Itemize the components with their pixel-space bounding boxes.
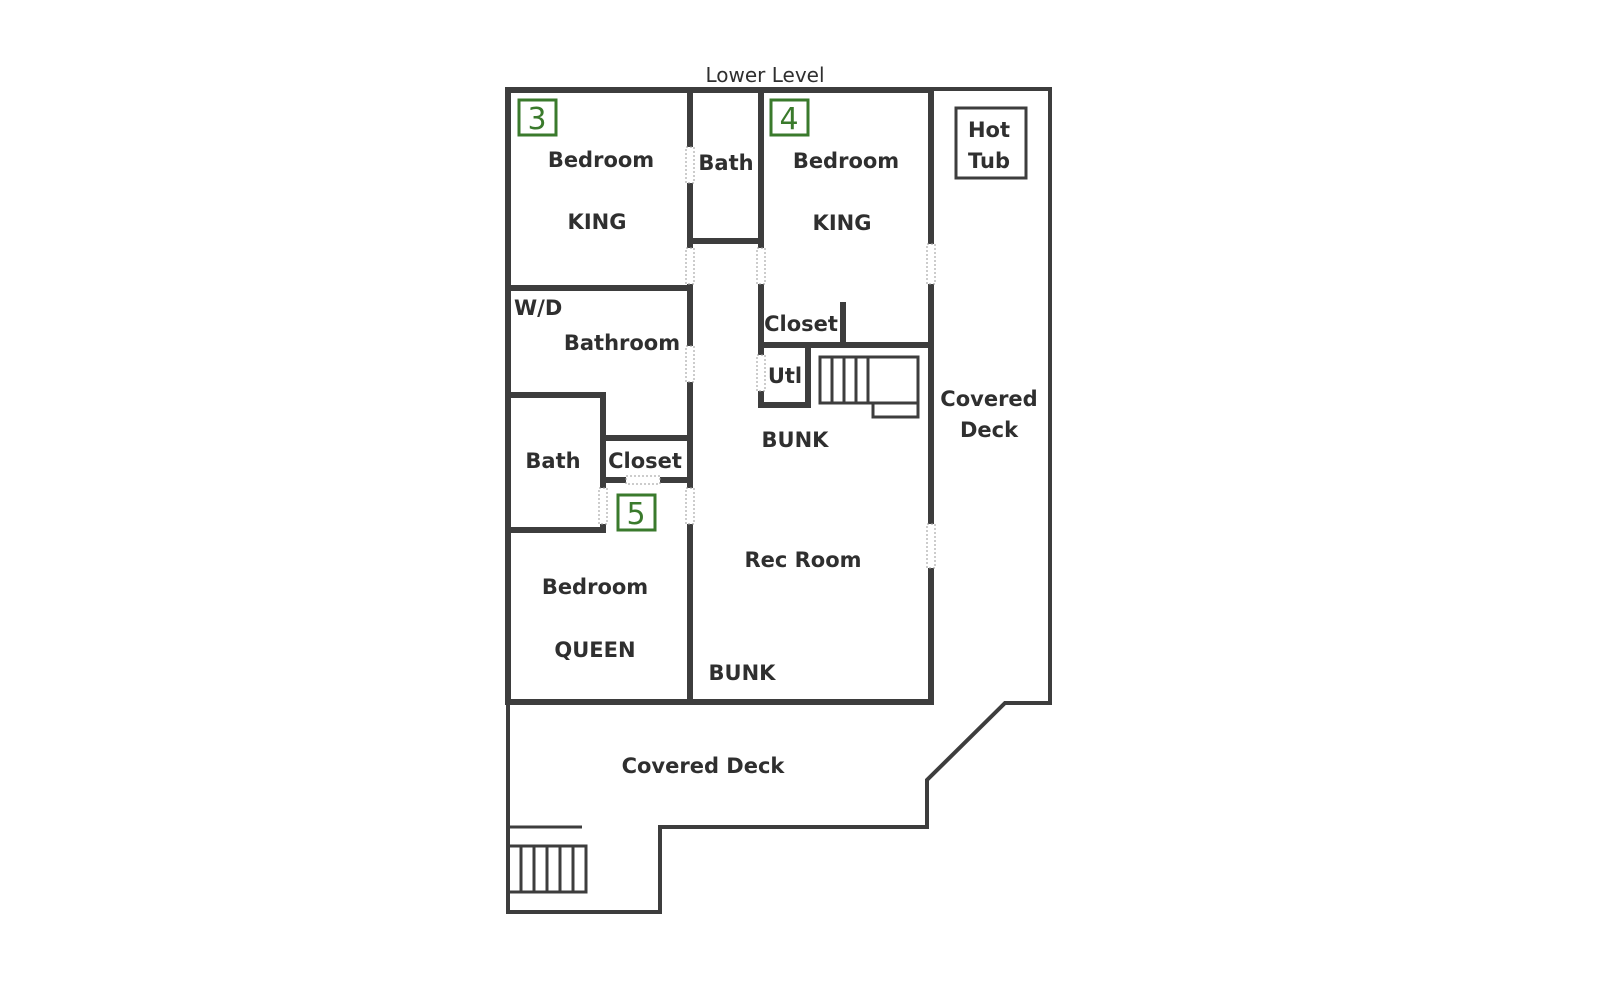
bunk-bottom-label: BUNK [709,661,777,685]
bath-left-label: Bath [525,449,580,473]
wd-label: W/D [514,296,562,320]
covered-deck-right-line1: Covered [940,387,1037,411]
rec-room-label: Rec Room [744,548,861,572]
bedroom-5-bed: QUEEN [554,638,635,662]
utl-label: Utl [768,364,802,388]
closet-top-label: Closet [764,312,838,336]
bathroom-label: Bathroom [564,331,680,355]
deck-outline [506,87,1052,914]
closet-left-label: Closet [608,449,682,473]
hot-tub-label-line1: Hot [968,118,1010,142]
exterior-stairs [506,825,588,894]
bedroom-3-badge [517,98,558,137]
bedroom-4-badge [769,98,810,137]
interior-stairs [818,355,920,419]
bedroom-3-number: 3 [527,102,546,137]
bedroom-4-label: Bedroom [793,149,899,173]
bedroom-5-label: Bedroom [542,575,648,599]
bedroom-5-badge [616,493,657,532]
level-title: Lower Level [705,63,824,87]
hot-tub-box [954,106,1028,180]
covered-deck-right-line2: Deck [960,418,1019,442]
bath-top-label: Bath [698,151,753,175]
bunk-top-label: BUNK [762,428,830,452]
bedroom-5-number: 5 [626,497,645,532]
doors [598,146,936,569]
bedroom-3-label: Bedroom [548,148,654,172]
bedroom-3-bed: KING [568,210,627,234]
bedroom-4-number: 4 [779,102,798,137]
hot-tub-label-line2: Tub [968,149,1010,173]
bedroom-4-bed: KING [813,211,872,235]
interior-walls [505,87,934,705]
covered-deck-bottom-label: Covered Deck [622,754,786,778]
